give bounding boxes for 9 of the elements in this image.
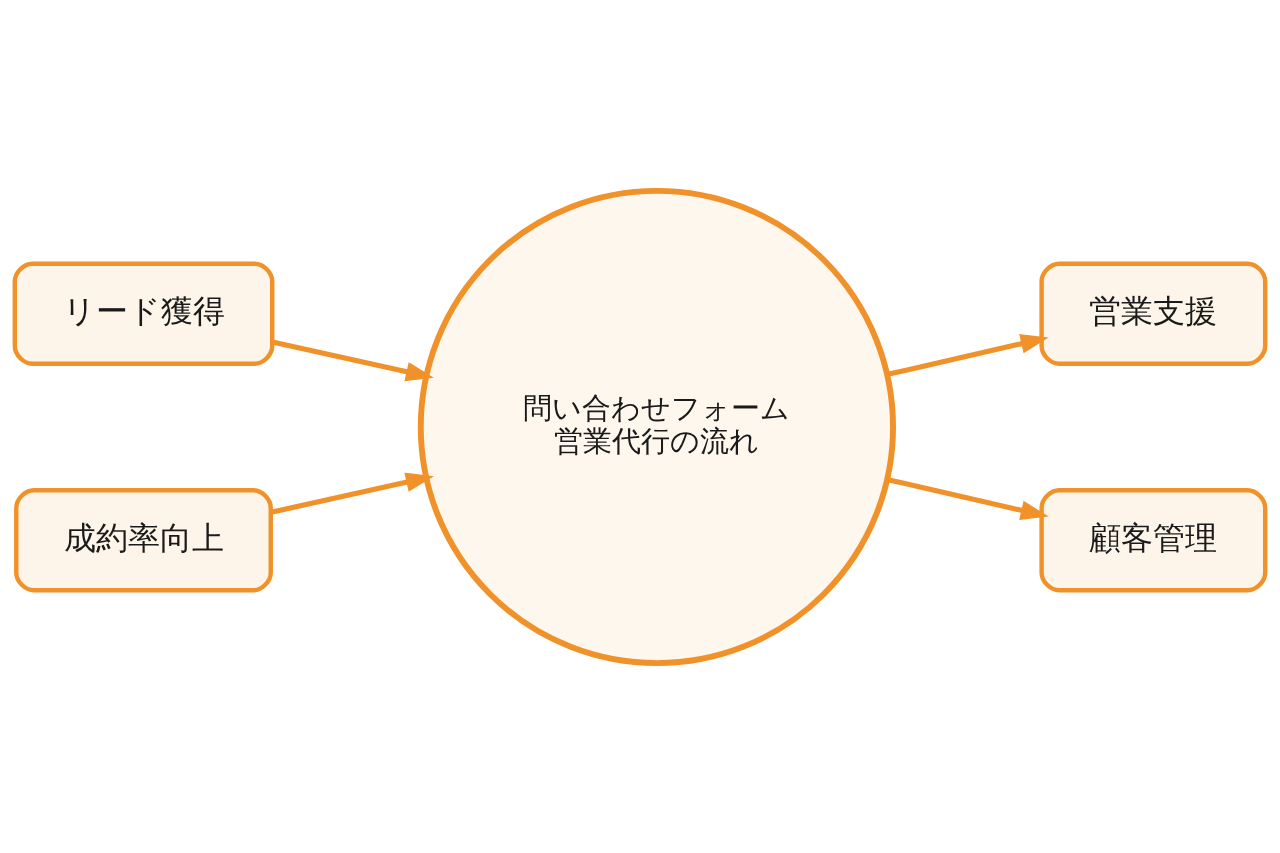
node-circle: 問い合わせフォーム 営業代行の流れ — [417, 187, 896, 666]
node-box: 顧客管理 — [1039, 487, 1268, 592]
arrow — [270, 472, 434, 515]
node-box: リード獲得 — [12, 261, 275, 366]
arrow — [887, 333, 1049, 377]
node-box: 成約率向上 — [14, 487, 273, 592]
node-box: 営業支援 — [1039, 261, 1268, 366]
arrow — [887, 476, 1049, 520]
arrow — [271, 339, 434, 381]
